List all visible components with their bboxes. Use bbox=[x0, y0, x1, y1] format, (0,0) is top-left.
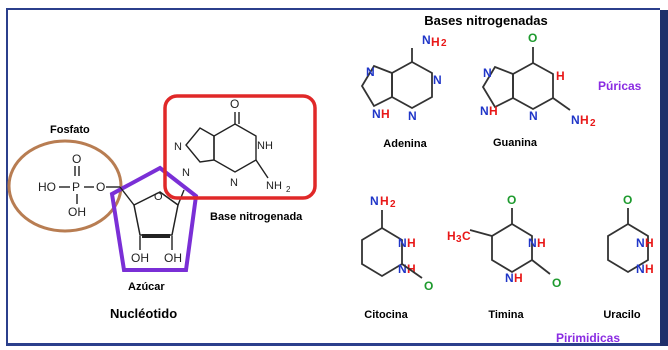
uracilo-o-top: O bbox=[623, 193, 632, 207]
sugar-ring-o: O bbox=[154, 191, 163, 203]
timina-o-bottom: O bbox=[552, 276, 561, 290]
uracilo-n: N bbox=[636, 236, 645, 250]
guanina-nh2-n: N bbox=[571, 113, 580, 127]
guanina-nh-h: H bbox=[556, 69, 565, 83]
box-guanine-n3: N bbox=[230, 177, 238, 189]
citocina-h3: H bbox=[407, 236, 416, 250]
fosfato-label: Fosfato bbox=[50, 124, 90, 136]
phosphate-p: P bbox=[72, 180, 80, 194]
citocina-structure: N H 2 N H N H O Citocina bbox=[361, 194, 433, 321]
timina-nh-h: H bbox=[514, 271, 523, 285]
sugar-oh-left: OH bbox=[131, 251, 149, 265]
timina-structure: O H 3 C N H N H O Timina bbox=[447, 193, 561, 321]
box-guanine-nh: NH bbox=[257, 140, 273, 152]
adenina-n3: N bbox=[408, 109, 417, 123]
puricas-label: Púricas bbox=[598, 79, 642, 93]
timina-h3c-c: C bbox=[462, 229, 471, 243]
timina-h3c-h: H bbox=[447, 229, 456, 243]
timina-h3: H bbox=[537, 236, 546, 250]
adenina-n-amino: N bbox=[422, 33, 431, 47]
box-guanine-nh2-sub: 2 bbox=[286, 185, 291, 194]
guanina-nh9-h: H bbox=[489, 104, 498, 118]
phosphate-ho: HO bbox=[38, 180, 56, 194]
timina-n: N bbox=[528, 236, 537, 250]
box-guanine-n9: N bbox=[182, 167, 190, 179]
diagram-frame bbox=[6, 8, 660, 346]
phosphate-o-double: O bbox=[72, 152, 81, 166]
citocina-o: O bbox=[424, 279, 433, 293]
sugar-pentagon bbox=[109, 165, 199, 272]
adenina-label: Adenina bbox=[383, 138, 427, 150]
adenina-structure: N H 2 N N H N N Adenina bbox=[360, 33, 447, 150]
citocina-nh2-sub: 2 bbox=[390, 199, 396, 210]
citocina-nh-n: N bbox=[398, 262, 407, 276]
pirimidicas-label: Pirimidicas bbox=[556, 331, 620, 345]
nucleotide-structure: Fosfato HO P O O OH O OH OH Azúcar Nuclé… bbox=[7, 94, 317, 321]
citocina-n: N bbox=[398, 236, 407, 250]
guanina-o: O bbox=[528, 31, 537, 45]
guanina-nh2-h: H bbox=[580, 113, 589, 127]
phosphate-o-ester: O bbox=[96, 180, 105, 194]
box-guanine-nh2: NH bbox=[266, 180, 282, 192]
adenina-n1: N bbox=[433, 73, 442, 87]
uracilo-h3: H bbox=[645, 236, 654, 250]
guanina-nh-n: N bbox=[480, 104, 489, 118]
timina-nh-n: N bbox=[505, 271, 514, 285]
guanina-n3: N bbox=[529, 109, 538, 123]
phosphate-oh: OH bbox=[68, 205, 86, 219]
guanina-label: Guanina bbox=[493, 137, 538, 149]
guanina-structure: O H N N H N N H 2 Guanina bbox=[480, 31, 596, 149]
sugar-oh-right: OH bbox=[164, 251, 182, 265]
phosphate-circle bbox=[7, 139, 123, 233]
uracilo-label: Uracilo bbox=[603, 309, 641, 321]
title-bases-nitrogenadas: Bases nitrogenadas bbox=[424, 13, 548, 28]
uracilo-nh-h: H bbox=[645, 262, 654, 276]
adenina-n7: N bbox=[366, 65, 375, 79]
guanina-nh2-sub: 2 bbox=[590, 118, 596, 129]
uracilo-structure: O N H N H Uracilo bbox=[603, 193, 653, 321]
guanina-n7: N bbox=[483, 66, 492, 80]
box-guanine-o: O bbox=[230, 97, 239, 111]
citocina-nh2-n: N bbox=[370, 194, 379, 208]
nucleotido-label: Nucléotido bbox=[110, 306, 177, 321]
frame-right-edge bbox=[660, 10, 668, 346]
citocina-nh2-h: H bbox=[380, 194, 389, 208]
timina-h3c-sub: 3 bbox=[456, 234, 462, 245]
adenina-h2-sub: 2 bbox=[441, 38, 447, 49]
timina-label: Timina bbox=[488, 309, 524, 321]
box-guanine-n7: N bbox=[174, 141, 182, 153]
citocina-nh-h: H bbox=[407, 262, 416, 276]
azucar-label: Azúcar bbox=[128, 281, 165, 293]
timina-o-top: O bbox=[507, 193, 516, 207]
base-box bbox=[163, 94, 317, 200]
uracilo-nh-n: N bbox=[636, 262, 645, 276]
adenina-nh-h: H bbox=[381, 107, 390, 121]
base-nitrogenada-label: Base nitrogenada bbox=[210, 211, 303, 223]
adenina-h2: H bbox=[431, 35, 440, 49]
citocina-label: Citocina bbox=[364, 309, 408, 321]
adenina-nh-n: N bbox=[372, 107, 381, 121]
